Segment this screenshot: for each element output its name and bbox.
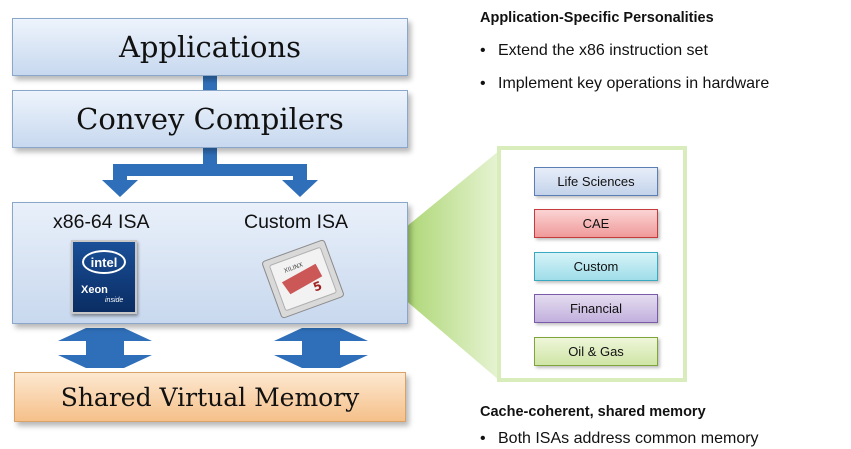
hardware-isa-panel: x86-64 ISA Custom ISA intel Xeon inside … <box>12 202 408 324</box>
fpga-chip-icon: XILINX 5 <box>262 239 344 319</box>
personalities-panel: Life Sciences CAE Custom Financial Oil &… <box>497 146 687 382</box>
left-double-arrow <box>58 328 152 368</box>
bullet-text: Extend the x86 instruction set <box>498 42 708 59</box>
custom-isa-label: Custom ISA <box>244 211 349 233</box>
bullet-text: Implement key operations in hardware <box>498 75 770 92</box>
bullet-dot-icon: • <box>480 430 486 447</box>
intel-xeon-icon: intel Xeon inside <box>71 240 137 314</box>
bullet-common-memory: • Both ISAs address common memory <box>480 428 759 449</box>
compilers-box: Convey Compilers <box>12 90 408 148</box>
intel-logo-icon: intel <box>82 250 126 274</box>
bullet-implement-hardware: • Implement key operations in hardware <box>480 73 828 94</box>
personality-oil-gas: Oil & Gas <box>534 337 658 366</box>
bullet-dot-icon: • <box>480 75 486 92</box>
bullet-text: Both ISAs address common memory <box>498 430 759 447</box>
bullet-extend-x86: • Extend the x86 instruction set <box>480 40 708 61</box>
compilers-label: Convey Compilers <box>76 102 344 136</box>
right-double-arrow <box>274 328 368 368</box>
personality-cae: CAE <box>534 209 658 238</box>
shared-virtual-memory-box: Shared Virtual Memory <box>14 372 406 422</box>
inside-text: inside <box>105 297 124 304</box>
applications-label: Applications <box>118 30 302 64</box>
personalities-heading: Application-Specific Personalities <box>480 10 714 26</box>
cache-coherent-heading: Cache-coherent, shared memory <box>480 404 706 420</box>
xeon-text: Xeon <box>81 284 108 296</box>
personality-financial: Financial <box>534 294 658 323</box>
callout-wedge <box>362 150 500 381</box>
personality-life-sciences: Life Sciences <box>534 167 658 196</box>
bullet-dot-icon: • <box>480 42 486 59</box>
shared-memory-label: Shared Virtual Memory <box>60 382 360 412</box>
fork-arrow <box>102 148 318 197</box>
x86-isa-label: x86-64 ISA <box>53 211 150 233</box>
personality-custom: Custom <box>534 252 658 281</box>
applications-box: Applications <box>12 18 408 76</box>
connector-apps-compilers <box>203 76 217 90</box>
